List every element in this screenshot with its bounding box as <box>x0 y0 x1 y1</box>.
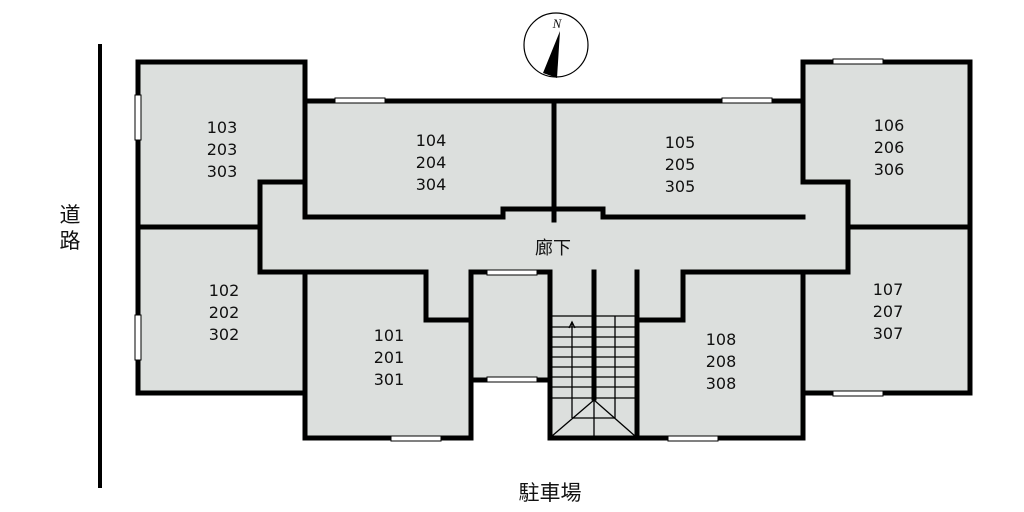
room-107: 107 207 307 <box>873 280 904 343</box>
room-101: 101 201 301 <box>374 326 405 389</box>
room-102: 102 202 302 <box>209 281 240 344</box>
svg-text:103: 103 <box>207 118 238 137</box>
parking-label: 駐車場 <box>519 481 582 505</box>
room-105: 105 205 305 <box>665 133 696 196</box>
svg-text:102: 102 <box>209 281 240 300</box>
svg-text:308: 308 <box>706 374 737 393</box>
svg-text:108: 108 <box>706 330 737 349</box>
walls <box>135 59 973 441</box>
corridor-label: 廊下 <box>535 238 571 259</box>
room-106: 106 206 306 <box>874 116 905 179</box>
staircase <box>551 315 636 437</box>
svg-text:302: 302 <box>209 325 240 344</box>
svg-text:306: 306 <box>874 160 905 179</box>
svg-text:203: 203 <box>207 140 238 159</box>
svg-text:307: 307 <box>873 324 904 343</box>
svg-text:303: 303 <box>207 162 238 181</box>
compass-label: N <box>552 16 563 31</box>
svg-text:107: 107 <box>873 280 904 299</box>
building-floor <box>138 62 970 438</box>
svg-text:202: 202 <box>209 303 240 322</box>
svg-text:301: 301 <box>374 370 405 389</box>
svg-text:201: 201 <box>374 348 405 367</box>
svg-text:105: 105 <box>665 133 696 152</box>
svg-text:101: 101 <box>374 326 405 345</box>
svg-text:204: 204 <box>416 153 447 172</box>
stair-up-arrow-icon <box>568 320 576 329</box>
room-108: 108 208 308 <box>706 330 737 393</box>
svg-text:205: 205 <box>665 155 696 174</box>
north-compass-icon: N <box>523 12 589 78</box>
room-104: 104 204 304 <box>416 131 447 194</box>
windows <box>134 58 884 442</box>
svg-text:207: 207 <box>873 302 904 321</box>
svg-text:304: 304 <box>416 175 447 194</box>
road-label-2: 路 <box>60 229 81 253</box>
room-103: 103 203 303 <box>207 118 238 181</box>
svg-text:106: 106 <box>874 116 905 135</box>
svg-text:206: 206 <box>874 138 905 157</box>
svg-text:104: 104 <box>416 131 447 150</box>
svg-text:208: 208 <box>706 352 737 371</box>
road-label-1: 道 <box>60 203 81 227</box>
svg-text:305: 305 <box>665 177 696 196</box>
